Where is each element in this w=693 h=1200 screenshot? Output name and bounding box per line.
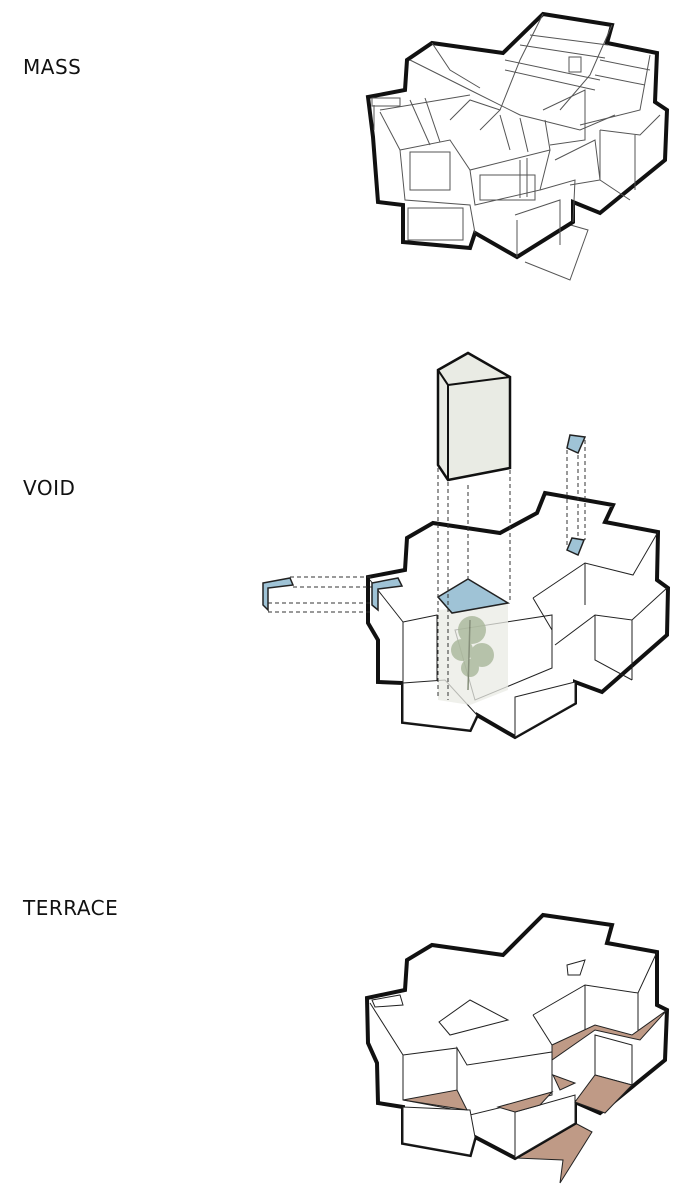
tree-icon [451, 616, 494, 691]
void-opening-wall [371, 577, 404, 612]
void-opening-detached [262, 577, 295, 612]
mass-ground-path [524, 221, 589, 281]
void-skylight-roof [566, 537, 586, 557]
terrace-diagram [364, 912, 670, 1184]
label-terrace: TERRACE [23, 896, 119, 920]
mass-diagram [365, 11, 670, 281]
void-diagram [262, 351, 671, 740]
void-skylight-center [436, 578, 511, 614]
void-skylight-top [566, 434, 587, 454]
label-void: VOID [23, 476, 76, 500]
label-mass: MASS [23, 55, 82, 79]
mass-linework [371, 13, 661, 257]
terrace-decks [402, 1009, 668, 1114]
projection-lines [268, 440, 586, 700]
